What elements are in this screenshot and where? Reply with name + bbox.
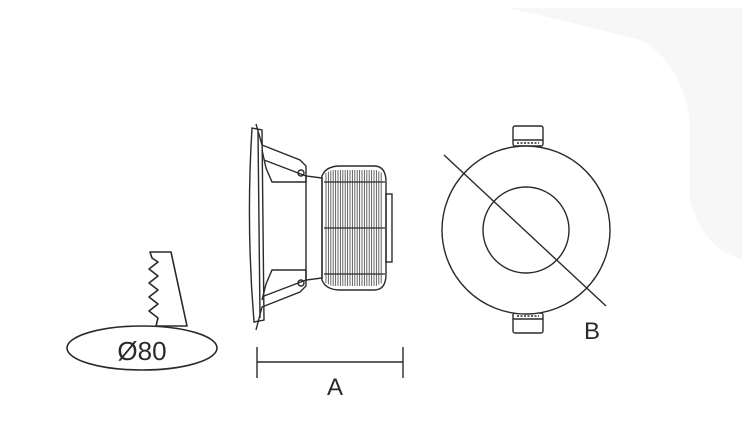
- rear-cap: [385, 193, 393, 263]
- spring-clip-icon: [148, 251, 188, 327]
- inner-lens-ring: [482, 186, 570, 274]
- diameter-line-b: [443, 154, 607, 307]
- outer-trim-ring: [441, 145, 611, 315]
- heat-sink-outline: [321, 165, 387, 291]
- heat-sink-fins: [324, 170, 385, 286]
- front-view: [441, 125, 611, 334]
- cutout-label: Ø80: [117, 336, 166, 366]
- cutout-symbol: Ø80: [66, 251, 218, 371]
- housing-body: [263, 159, 323, 297]
- upper-spring-clip: [255, 123, 307, 183]
- dimension-a-label: A: [327, 374, 343, 401]
- trim-flange: [248, 127, 265, 323]
- background-panel: [508, 8, 742, 260]
- dimension-b-label: B: [584, 318, 600, 345]
- cutout-ellipse: [66, 325, 218, 371]
- dimension-a: [256, 347, 404, 378]
- side-view: [248, 123, 393, 331]
